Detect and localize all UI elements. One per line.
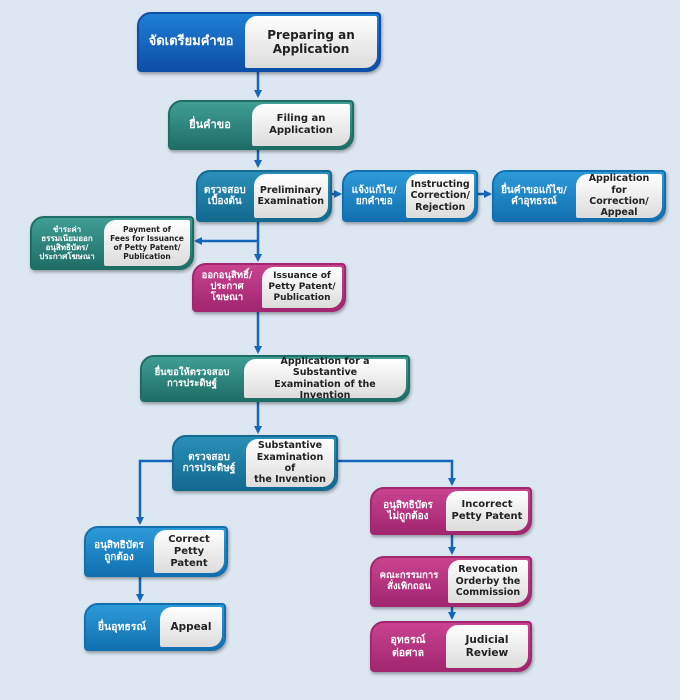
node-preliminary-thai: ตรวจสอบ เบื้องต้น xyxy=(203,184,246,208)
node-filing: ยื่นคำขอ Filing an Application xyxy=(168,100,354,150)
node-incorrect: อนุสิทธิบัตร ไม่ถูกต้อง Incorrect Petty … xyxy=(370,487,532,535)
node-correct: อนุสิทธิบัตร ถูกต้อง Correct Petty Paten… xyxy=(84,526,228,577)
node-incorrect-thai: อนุสิทธิบัตร ไม่ถูกต้อง xyxy=(383,499,433,523)
node-instructing: แจ้งแก้ไข/ ยกคำขอ Instructing Correction… xyxy=(342,170,478,222)
node-preliminary: ตรวจสอบ เบื้องต้น Preliminary Examinatio… xyxy=(196,170,332,222)
arrow-substantive-incorrect xyxy=(332,459,456,486)
node-app-correction-thai: ยื่นคำขอแก้ไข/ คำอุทธรณ์ xyxy=(501,184,567,208)
node-appeal-thai: ยื่นอุทธรณ์ xyxy=(97,620,147,633)
node-payment-english: Payment of Fees for Issuance of Petty Pa… xyxy=(104,220,190,266)
node-substantive-thai: ตรวจสอบ การประดิษฐ์ xyxy=(182,451,236,475)
node-preparing: จัดเตรียมคำขอ Preparing an Application xyxy=(137,12,381,72)
node-app-correction: ยื่นคำขอแก้ไข/ คำอุทธรณ์ Application for… xyxy=(492,170,666,222)
node-issuance-english: Issuance of Petty Patent/ Publication xyxy=(262,267,342,308)
node-judicial: อุทธรณ์ ต่อศาล Judicial Review xyxy=(370,621,532,672)
node-app-substantive-thai: ยื่นขอให้ตรวจสอบ การประดิษฐ์ xyxy=(154,366,230,389)
node-substantive: ตรวจสอบ การประดิษฐ์ Substantive Examinat… xyxy=(172,435,338,491)
node-payment-thai: ชำระค่า ธรรมเนียมออก อนุสิทธิบัตร/ ประกา… xyxy=(39,224,95,262)
node-correct-thai: อนุสิทธิบัตร ถูกต้อง xyxy=(94,540,144,563)
node-filing-english: Filing an Application xyxy=(252,104,350,146)
node-payment: ชำระค่า ธรรมเนียมออก อนุสิทธิบัตร/ ประกา… xyxy=(30,216,194,270)
node-issuance: ออกอนุสิทธิ์/ ประกาศ โฆษณา Issuance of P… xyxy=(192,263,346,312)
node-filing-thai: ยื่นคำขอ xyxy=(189,117,231,131)
node-incorrect-english: Incorrect Petty Patent xyxy=(446,491,528,531)
node-judicial-english: Judicial Review xyxy=(446,625,528,668)
node-preliminary-english: Preliminary Examination xyxy=(253,174,328,218)
node-issuance-thai: ออกอนุสิทธิ์/ ประกาศ โฆษณา xyxy=(201,270,253,303)
node-app-correction-english: Application for Correction/ Appeal xyxy=(576,173,662,218)
node-preparing-thai: จัดเตรียมคำขอ xyxy=(148,33,234,49)
node-correct-english: Correct Petty Patent xyxy=(154,530,224,573)
node-app-substantive-english: Application for a Substantive Examinatio… xyxy=(244,357,406,400)
node-substantive-english: Substantive Examination of the Invention xyxy=(246,439,334,487)
node-app-substantive: ยื่นขอให้ตรวจสอบ การประดิษฐ์ Application… xyxy=(140,355,410,402)
node-revocation-english: Revocation Orderby the Commission xyxy=(448,560,528,603)
node-preparing-english: Preparing an Application xyxy=(245,16,377,68)
node-judicial-thai: อุทธรณ์ ต่อศาล xyxy=(390,634,426,659)
node-instructing-english: Instructing Correction/ Rejection xyxy=(406,174,474,218)
node-revocation: คณะกรรมการ สั่งเพิกถอน Revocation Orderb… xyxy=(370,556,532,607)
node-instructing-thai: แจ้งแก้ไข/ ยกคำขอ xyxy=(351,184,397,208)
node-appeal-english: Appeal xyxy=(160,607,222,647)
node-appeal: ยื่นอุทธรณ์ Appeal xyxy=(84,603,226,651)
node-revocation-thai: คณะกรรมการ สั่งเพิกถอน xyxy=(379,569,439,592)
